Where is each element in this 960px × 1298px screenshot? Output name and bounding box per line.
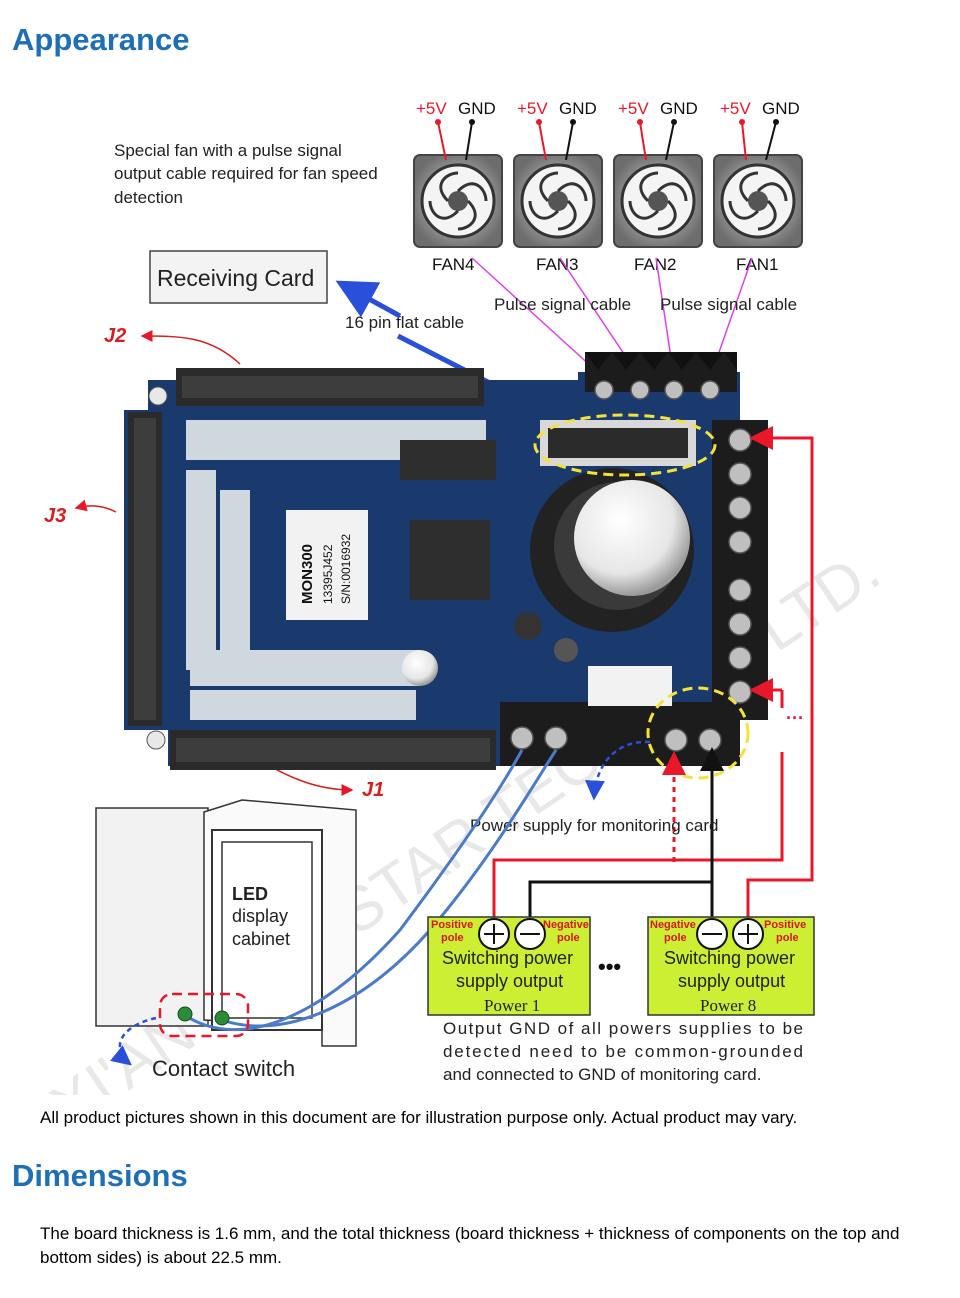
contact-switch-pin-2: [214, 1010, 230, 1026]
fan-1: [713, 154, 803, 248]
plus5v-label: +5V: [720, 99, 751, 118]
plus5v-label: +5V: [618, 99, 649, 118]
fan-4: [413, 154, 503, 248]
receiving-card-label: Receiving Card: [157, 265, 314, 291]
flat-cable-connector-highlight: [533, 413, 717, 477]
appearance-figure: XI'AN NOVASTAR TECH CO., LTD. Special fa…: [39, 99, 892, 1095]
psu1-line-2: supply output: [456, 971, 563, 991]
psu1-line-1: Switching power: [442, 948, 573, 968]
figure-caption: All product pictures shown in this docum…: [40, 1108, 798, 1127]
psu1-negative-line-2: pole: [557, 932, 580, 944]
plus5v-label: +5V: [416, 99, 447, 118]
gnd-note-line-3: and connected to GND of monitoring card.: [443, 1065, 761, 1084]
psu8-negative-line-1: Negative: [650, 919, 696, 931]
chip-sn: S/N:0016932: [339, 534, 353, 604]
fan-note-line-3: detection: [114, 188, 183, 207]
chip-code: 13395J452: [321, 544, 335, 604]
fan-power-labels: +5V GND +5V GND +5V GND +5V GND: [416, 99, 800, 118]
fan-label-3: FAN3: [536, 255, 579, 274]
receiving-card-box: [149, 250, 328, 304]
psu-power-1: [427, 916, 591, 1016]
psu1-positive-line-1: Positive: [431, 919, 473, 931]
psu8-positive-line-1: Positive: [764, 919, 806, 931]
psu1-positive-line-2: pole: [441, 932, 464, 944]
fan-note-line-2: output cable required for fan speed: [114, 164, 378, 183]
contact-switch-highlight: [158, 992, 250, 1038]
pulse-cable-label-1: Pulse signal cable: [494, 295, 631, 314]
psu8-name: Power 8: [700, 996, 756, 1015]
gnd-note-line-2: detected need to be common-grounded: [443, 1042, 803, 1061]
cabinet-label-3: cabinet: [232, 929, 290, 949]
psu8-line-1: Switching power: [664, 948, 795, 968]
gnd-label: GND: [762, 99, 800, 118]
psu8-positive-line-2: pole: [776, 932, 799, 944]
label-j3: J3: [44, 505, 66, 527]
chip-label: MON300 13395J452 S/N:0016932: [299, 534, 353, 604]
fan-wires: [435, 119, 779, 161]
fan-3: [513, 154, 603, 248]
label-j1: J1: [362, 779, 384, 801]
red-power-wires: [492, 426, 814, 963]
fan-label-2: FAN2: [634, 255, 677, 274]
psu1-name: Power 1: [484, 996, 540, 1015]
fan-label-1: FAN1: [736, 255, 779, 274]
contact-switch-pin-1: [177, 1006, 193, 1022]
pulse-cable-label-2: Pulse signal cable: [660, 295, 797, 314]
fan-labels: FAN4 FAN3 FAN2 FAN1: [432, 255, 779, 274]
psu-power-8: [647, 916, 815, 1016]
gnd-label: GND: [458, 99, 496, 118]
contact-switch-label: Contact switch: [152, 1056, 295, 1081]
heading-dimensions: Dimensions: [12, 1158, 188, 1193]
monitoring-card-board: [124, 352, 768, 770]
psu8-line-2: supply output: [678, 971, 785, 991]
label-j2: J2: [104, 325, 126, 347]
j2-arrow: [140, 330, 241, 365]
psu8-negative-line-2: pole: [664, 932, 687, 944]
monitor-power-terminal-highlight: [646, 686, 750, 780]
psu-ellipsis: •••: [598, 954, 621, 979]
fan-label-4: FAN4: [432, 255, 475, 274]
cabinet-label-1: LED: [232, 884, 268, 904]
psu1-negative-line-1: Negative: [543, 919, 589, 931]
fan-note-line-1: Special fan with a pulse signal: [114, 141, 342, 160]
gnd-label: GND: [559, 99, 597, 118]
cabinet-label-2: display: [232, 906, 288, 926]
plus5v-label: +5V: [517, 99, 548, 118]
led-display-cabinet: [95, 799, 357, 1047]
chip-model: MON300: [299, 544, 316, 604]
heading-appearance: Appearance: [12, 22, 190, 57]
gnd-label: GND: [660, 99, 698, 118]
j3-arrow: [74, 499, 117, 513]
monitor-power-label: Power supply for monitoring card: [470, 816, 719, 835]
flat-cable-label: 16 pin flat cable: [345, 313, 464, 332]
dimensions-text: The board thickness is 1.6 mm, and the t…: [40, 1224, 900, 1267]
red-continuation-dots: ···: [786, 708, 804, 728]
contact-switch-dashed-arrow: [110, 1016, 157, 1066]
gnd-note-line-1: Output GND of all powers supplies to be: [443, 1019, 803, 1038]
fan-2: [613, 154, 703, 248]
